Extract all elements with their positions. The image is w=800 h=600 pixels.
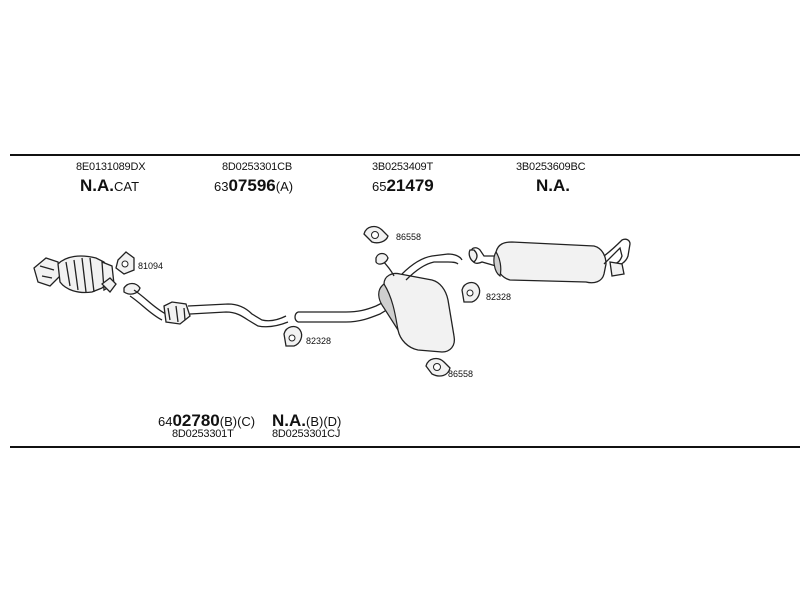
oe-number-catalyst: 8E0131089DX xyxy=(76,161,146,173)
part-number-front-pipe: 6307596(A) xyxy=(214,176,294,195)
clamp-icon xyxy=(283,325,303,347)
top-rule xyxy=(10,154,800,156)
oe-number-middle-silencer: 3B0253409T xyxy=(372,161,433,173)
oe-number-intermediate-pipe: 8D0253301T xyxy=(172,428,234,440)
rubber-hanger-icon xyxy=(425,357,451,377)
oe-number-front-pipe: 8D0253301CB xyxy=(222,161,292,173)
label-hanger-top: 86558 xyxy=(396,232,422,242)
gasket-icon xyxy=(101,251,135,293)
front-pipe-icon xyxy=(123,282,289,328)
label-gasket-front: 81094 xyxy=(138,261,164,271)
catalytic-converter-icon xyxy=(33,255,115,294)
intermediate-pipe-icon xyxy=(294,299,391,323)
oe-number-rear-silencer: 3B0253609BC xyxy=(516,161,586,173)
part-number-middle-silencer: 6521479 xyxy=(372,176,434,195)
label-clamp-mid: 82328 xyxy=(306,336,332,346)
bottom-rule xyxy=(10,446,800,448)
rear-silencer-icon xyxy=(468,238,631,284)
part-number-intermediate-pipe-alt: N.A.(B)(D) xyxy=(272,411,342,430)
middle-silencer-icon xyxy=(375,252,463,353)
part-number-intermediate-pipe: 6402780(B)(C) xyxy=(158,411,256,430)
part-number-catalyst: N.A.CAT xyxy=(80,176,140,195)
label-hanger-bottom: 86558 xyxy=(448,369,474,379)
clamp-icon xyxy=(461,281,481,303)
rubber-hanger-icon xyxy=(363,225,389,244)
part-number-rear-silencer: N.A. xyxy=(536,176,570,195)
oe-number-intermediate-pipe-alt: 8D0253301CJ xyxy=(272,428,341,440)
label-clamp-rear: 82328 xyxy=(486,292,512,302)
